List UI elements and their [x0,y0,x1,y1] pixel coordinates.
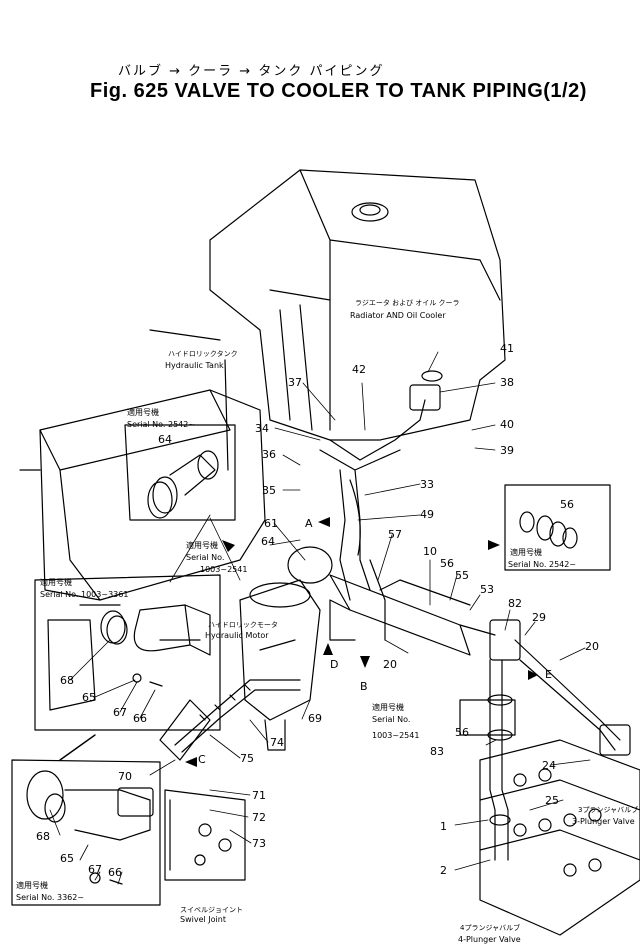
callout-66-low: 66 [108,866,122,879]
inset-serial-2542-left [124,424,236,521]
callout-55: 55 [455,569,469,582]
callout-10: 10 [423,545,437,558]
applic-label-3: 適用号機 [186,540,218,550]
inset-serial-1003-2541-right [459,699,516,736]
callout-56-inset: 56 [560,498,574,511]
callout-68-mid: 68 [60,674,74,687]
callout-72: 72 [252,811,266,824]
callout-41: 41 [500,342,514,355]
callout-49: 49 [420,508,434,521]
callout-53: 53 [480,583,494,596]
callout-67-low: 67 [88,863,102,876]
callout-70: 70 [118,770,132,783]
callout-37: 37 [288,376,302,389]
callout-64-inset: 64 [158,433,172,446]
serial-2542-left: Serial No. 2542~ [127,420,195,429]
hoses [174,679,301,753]
callout-65-mid: 65 [82,691,96,704]
callout-68-low: 68 [36,830,50,843]
callout-38: 38 [500,376,514,389]
serial-1003-3361: Serial No. 1003~3361 [40,590,128,599]
callout-29: 29 [532,611,546,624]
tank-label: Hydraulic Tank [165,361,224,370]
applic-label-1: 適用号機 [127,407,159,417]
applic-label-6: 適用号機 [372,702,404,712]
plunger3-label-jp: 3プランジャバルブ [578,805,638,814]
callout-56-b: 56 [455,726,469,739]
callout-73: 73 [252,837,266,850]
callout-36: 36 [262,448,276,461]
callout-57: 57 [388,528,402,541]
serial-no-label-2: Serial No. [372,715,410,724]
view-b: B [360,680,368,693]
main-pipe [329,574,521,661]
inset-serial-3362 [11,759,161,906]
inset-serial-1003-3361 [34,574,221,731]
callout-39: 39 [500,444,514,457]
tank-label-jp: ハイドロリックタンク [168,349,238,358]
applic-label-4: 適用号機 [40,577,72,587]
callout-34: 34 [255,422,269,435]
plunger4-label: 4-Plunger Valve [458,935,521,944]
callout-75: 75 [240,752,254,765]
cooler-pipes [319,370,443,641]
callout-25: 25 [545,794,559,807]
motor-label-jp: ハイドロリックモータ [208,620,278,629]
engine-block [209,169,506,441]
view-d: D [330,658,338,671]
callout-42: 42 [352,363,366,376]
serial-no-label-1: Serial No. [186,553,224,562]
callout-1: 1 [440,820,447,833]
callout-40: 40 [500,418,514,431]
callout-71: 71 [252,789,266,802]
serial-range-1003-2541-b: 1003~2541 [372,731,419,740]
serial-2542-right: Serial No. 2542~ [508,560,576,569]
inset-serial-2542-right [504,484,611,571]
plunger-valves [479,739,640,936]
callout-20-right: 20 [585,640,599,653]
callout-83: 83 [430,745,444,758]
plunger3-label: 3-Plunger Valve [572,817,635,826]
callout-66-mid: 66 [133,712,147,725]
serial-range-1003-2541-a: 1003~2541 [200,565,247,574]
radiator-label-jp: ラジエータ および オイル クーラ [355,298,460,307]
swivel-label-jp: スイベルジョイント [180,906,243,914]
applic-label-2: 適用号機 [510,547,542,557]
callout-65-low: 65 [60,852,74,865]
applic-label-5: 適用号機 [16,880,48,890]
figure-title: Fig. 625 VALVE TO COOLER TO TANK PIPING(… [90,80,587,102]
callout-74: 74 [270,736,284,749]
view-arrows [185,517,538,767]
view-e: E [545,668,552,681]
valve-pipe [487,639,631,861]
swivel-label: Swivel Joint [180,915,226,924]
callout-56-a: 56 [440,557,454,570]
callout-35: 35 [262,484,276,497]
callout-67-mid: 67 [113,706,127,719]
motor-label: Hydraulic Motor [205,631,269,640]
view-a: A [305,517,313,530]
radiator-label: Radiator AND Oil Cooler [350,311,446,320]
callout-20-center: 20 [383,658,397,671]
hydraulic-tank [19,329,266,601]
title-japanese: バルブ → クーラ → タンク パイピング [118,64,385,79]
serial-3362: Serial No. 3362~ [16,893,84,902]
leader-lines [49,351,591,885]
callout-2: 2 [440,864,447,877]
view-c: C [198,753,206,766]
callout-64-center: 64 [261,535,275,548]
callout-24: 24 [542,759,556,772]
callout-61: 61 [264,517,278,530]
callout-33: 33 [420,478,434,491]
swivel-joint [159,699,246,881]
callout-69: 69 [308,712,322,725]
callout-82: 82 [508,597,522,610]
plunger4-label-jp: 4プランジャバルブ [460,923,520,932]
tank-elbow [106,604,211,687]
